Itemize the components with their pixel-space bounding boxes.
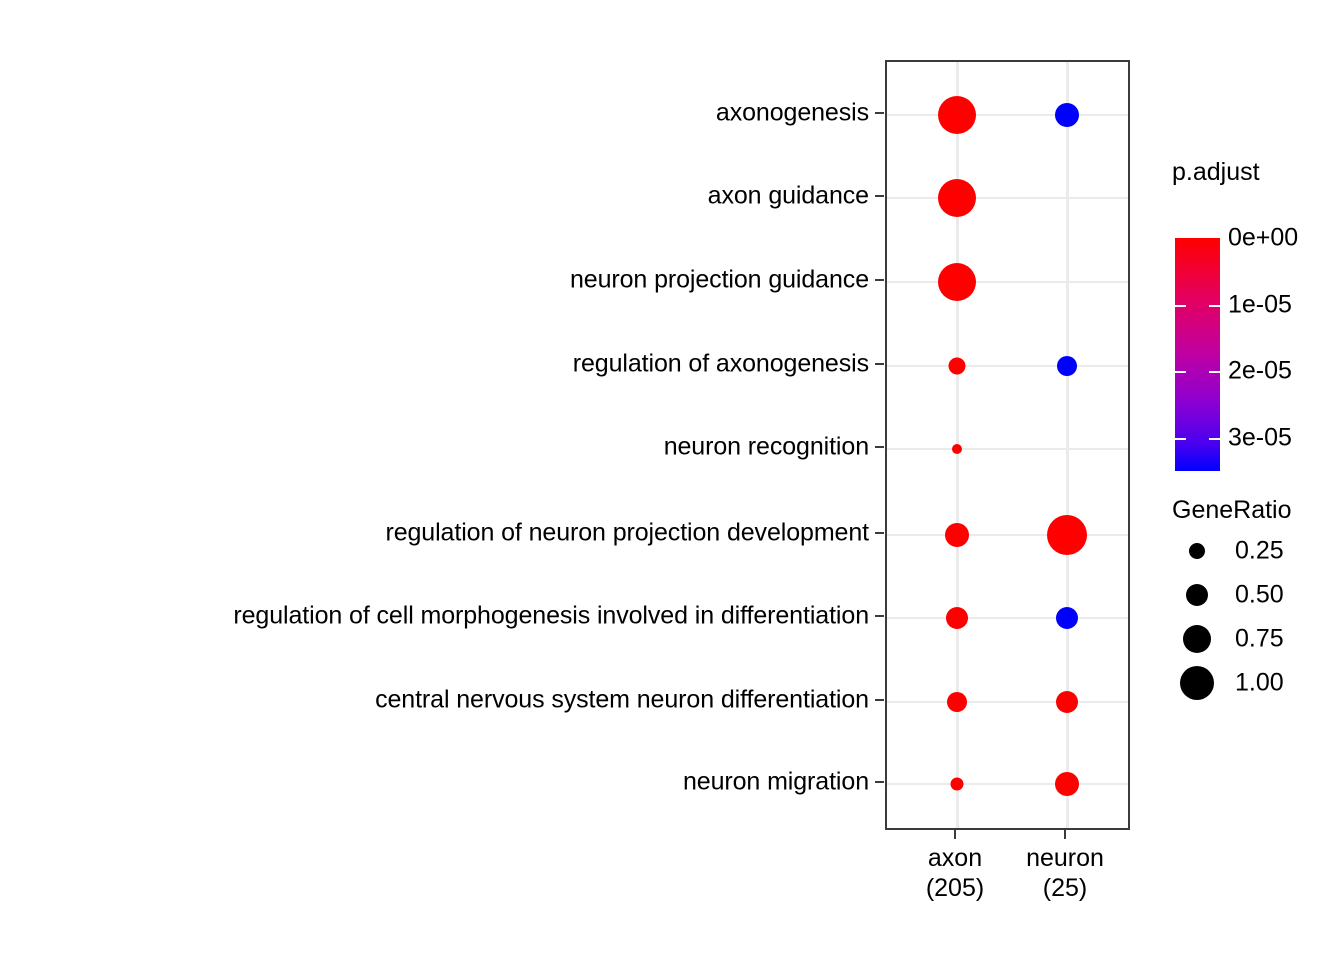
y-axis-label: regulation of neuron projection developm… (385, 518, 869, 547)
y-axis-tick (875, 363, 884, 365)
colorbar-gradient (1175, 238, 1220, 471)
size-legend-row: 1.00 (1172, 661, 1344, 705)
x-axis-tick (954, 830, 956, 839)
colorbar-tick (1175, 304, 1186, 307)
data-point (1056, 691, 1078, 713)
data-point (1047, 515, 1087, 555)
colorbar-wrap: 0e+00 1e-05 2e-05 3e-05 (1172, 191, 1344, 471)
y-axis-label: axonogenesis (715, 98, 869, 127)
gridline-horizontal (887, 365, 1128, 367)
size-legend-label: 0.25 (1235, 536, 1284, 565)
colorbar-tick-label: 3e-05 (1228, 423, 1292, 452)
size-legend-dot (1180, 666, 1214, 700)
y-axis-tick (875, 446, 884, 448)
gridline-horizontal (887, 448, 1128, 450)
data-point (938, 263, 976, 301)
y-axis-label: neuron migration (682, 767, 869, 796)
size-legend-label: 1.00 (1235, 668, 1284, 697)
size-legend-label: 0.75 (1235, 624, 1284, 653)
data-point (952, 444, 962, 454)
gridline-horizontal (887, 114, 1128, 116)
color-legend-title: p.adjust (1172, 158, 1260, 186)
gridline-vertical (1066, 62, 1069, 828)
size-legend-dot (1186, 584, 1208, 606)
data-point (1055, 103, 1079, 127)
size-legend-label: 0.50 (1235, 580, 1284, 609)
gridline-horizontal (887, 197, 1128, 199)
y-axis-tick (875, 112, 884, 114)
x-axis-label-name: neuron (1026, 844, 1104, 872)
data-point (950, 777, 964, 791)
color-legend: p.adjust 0e+00 1e-05 2e-05 3e-05 (1172, 158, 1344, 471)
size-legend-row: 0.25 (1172, 529, 1344, 573)
size-legend-row: 0.50 (1172, 573, 1344, 617)
y-axis-tick (875, 195, 884, 197)
y-axis-tick (875, 781, 884, 783)
x-axis-label-name: axon (927, 844, 983, 872)
y-axis-tick (875, 615, 884, 617)
x-axis-label: neuron(25) (995, 843, 1135, 903)
data-point (938, 96, 976, 134)
size-legend-title: GeneRatio (1172, 496, 1292, 524)
x-axis-tick (1064, 830, 1066, 839)
size-legend-row: 0.75 (1172, 617, 1344, 661)
gridline-horizontal (887, 534, 1128, 536)
y-axis-label: neuron recognition (663, 432, 869, 461)
y-axis-tick (875, 532, 884, 534)
data-point (1055, 772, 1079, 796)
gridline-horizontal (887, 701, 1128, 703)
data-point (1057, 356, 1077, 376)
data-point (945, 523, 969, 547)
colorbar-tick (1209, 371, 1220, 374)
gridline-horizontal (887, 617, 1128, 619)
colorbar-tick (1209, 304, 1220, 307)
data-point (947, 692, 967, 712)
colorbar-tick-label: 0e+00 (1228, 223, 1299, 252)
plot-panel (885, 60, 1130, 830)
colorbar-tick-label: 1e-05 (1228, 290, 1292, 319)
x-axis-label: axon(205) (885, 843, 1025, 903)
gridline-horizontal (887, 783, 1128, 785)
y-axis-labels: axonogenesis axon guidance neuron projecti… (233, 98, 869, 796)
y-axis-tick (875, 699, 884, 701)
size-legend-dot (1189, 543, 1205, 559)
data-point (1056, 607, 1078, 629)
data-point (948, 357, 966, 375)
y-axis-label: central nervous system neuron differenti… (375, 685, 869, 714)
colorbar-tick (1175, 437, 1186, 440)
y-axis-label: axon guidance (707, 181, 869, 210)
size-legend-dot (1183, 625, 1211, 653)
colorbar-tick (1175, 371, 1186, 374)
y-axis-tick (875, 279, 884, 281)
x-axis-label-count: (205) (925, 874, 985, 902)
colorbar-tick (1209, 437, 1220, 440)
x-axis-label-count: (25) (1042, 874, 1088, 902)
y-axis-label: regulation of cell morphogenesis involve… (233, 601, 869, 630)
colorbar-tick-label: 2e-05 (1228, 356, 1292, 385)
size-legend: GeneRatio 0.25 0.50 0.75 1.00 (1172, 498, 1344, 705)
data-point (946, 607, 968, 629)
size-legend-rows: 0.25 0.50 0.75 1.00 (1172, 529, 1344, 705)
gridline-horizontal (887, 281, 1128, 283)
y-axis-label: neuron projection guidance (569, 265, 869, 294)
data-point (938, 179, 976, 217)
y-axis-label: regulation of axonogenesis (572, 349, 869, 378)
